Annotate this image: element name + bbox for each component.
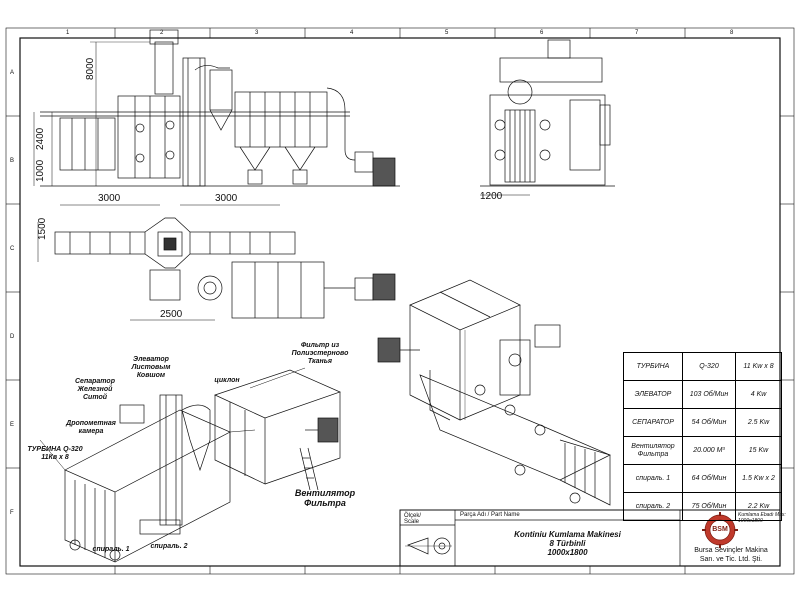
table-row: СЕПАРАТОР 54 Об/Мин 2.5 Kw [623, 408, 782, 437]
logo-note: Kumlama Ebadı Max: 1000x1800 [738, 512, 786, 524]
zone-label-left: E [10, 422, 15, 428]
zone-label-left: A [10, 70, 15, 76]
dimension-height-low: 1000 [35, 159, 46, 182]
zone-label-top: 5 [445, 30, 449, 36]
spec-cell: 2.2 Kw [735, 492, 782, 521]
spec-cell: ЭЛЕВАТОР [623, 380, 683, 409]
plan-view [37, 204, 396, 321]
zone-label-top: 7 [635, 30, 639, 36]
zone-label-top: 6 [540, 30, 544, 36]
dimension-plan-right: 3000 [215, 193, 238, 204]
bsm-logo-icon [702, 512, 738, 548]
zone-label-left: B [10, 158, 15, 164]
spec-cell: 11 Kw x 8 [735, 352, 782, 381]
title-line: Kontiniu Kumlama Makinesi [514, 530, 621, 539]
company-name: Bursa Sevinçler Makina San. ve Tic. Ltd.… [684, 546, 778, 564]
front-elevation-view [33, 29, 400, 187]
label-elevator: Элеватор Листовым Ковшом [131, 356, 171, 379]
table-row: спираль. 1 64 Об/Мин 1.5 Kw x 2 [623, 464, 782, 493]
dimension-plan-depth: 1500 [37, 217, 48, 240]
specification-table: ТУРБИНА Q-320 11 Kw x 8 ЭЛЕВАТОР 103 Об/… [623, 352, 782, 521]
spec-cell: 54 Об/Мин [681, 408, 737, 437]
spec-cell: 20.000 М³ [681, 436, 737, 465]
isometric-view-right [377, 279, 611, 506]
spec-cell: спираль. 1 [623, 464, 683, 493]
dimension-side-width: 1200 [480, 191, 503, 202]
projection-symbol [405, 537, 452, 555]
zone-label-left: F [10, 510, 14, 516]
table-row: Вентилятор Фильтра 20.000 М³ 15 Kw [623, 436, 782, 465]
spec-cell: 103 Об/Мин [681, 380, 737, 409]
label-turbine: ТУРБИНА Q-320 11Кв х 8 [27, 446, 83, 461]
spec-cell: 1.5 Kw x 2 [735, 464, 782, 493]
label-cyclone: циклон [214, 377, 240, 384]
table-row: ТУРБИНА Q-320 11 Kw x 8 [623, 352, 782, 381]
spec-cell: 15 Kw [735, 436, 782, 465]
spec-cell: ТУРБИНА [623, 352, 683, 381]
zone-label-left: D [10, 334, 15, 340]
label-prechamber: Дропометная камера [66, 420, 116, 435]
spec-cell: 2.5 Kw [735, 408, 782, 437]
table-row: спираль. 2 75 Об/Мин 2.2 Kw [623, 492, 782, 521]
part-name-label: Parça Adı / Part Name [460, 512, 520, 518]
label-spiral1: спираль. 1 [92, 546, 130, 553]
company-line: San. ve Tic. Ltd. Şti. [699, 556, 763, 563]
spec-cell: Вентилятор Фильтра [623, 436, 683, 465]
dimension-plan-bottom: 2500 [160, 309, 183, 320]
spec-cell: спираль. 2 [623, 492, 683, 521]
label-filter: Фильтр из Полиэстерново Тканья [291, 342, 349, 365]
spec-cell: Q-320 [681, 352, 737, 381]
side-elevation-view [480, 39, 615, 196]
spec-cell: СЕПАРАТОР [623, 408, 683, 437]
isometric-view-left [39, 367, 341, 563]
label-spiral2: спираль. 2 [150, 543, 188, 550]
zone-label-left: C [10, 246, 15, 252]
drawing-title: Kontiniu Kumlama Makinesi 8 Türbinli 100… [460, 530, 675, 557]
zone-label-top: 8 [730, 30, 734, 36]
spec-cell: 75 Об/Мин [681, 492, 737, 521]
dimension-height-mid: 2400 [35, 127, 46, 150]
logo-text: BSM [712, 526, 728, 533]
table-row: ЭЛЕВАТОР 103 Об/Мин 4 Kw [623, 380, 782, 409]
dimension-plan-left: 3000 [98, 193, 121, 204]
title-line: 1000x1800 [547, 548, 588, 557]
label-separator: Сепаратор Железной Ситой [75, 378, 115, 401]
scale-label: Ölçek/ Scale [404, 513, 422, 525]
zone-label-top: 2 [160, 30, 164, 36]
title-block-frame [399, 509, 781, 567]
spec-cell: 4 Kw [735, 380, 782, 409]
dimension-height-total: 8000 [85, 57, 96, 80]
zone-label-top: 4 [350, 30, 354, 36]
spec-cell: 64 Об/Мин [681, 464, 737, 493]
company-line: Bursa Sevinçler Makina [694, 547, 768, 554]
zone-label-top: 1 [66, 30, 70, 36]
title-line: 8 Türbinli [549, 539, 586, 548]
zone-label-top: 3 [255, 30, 259, 36]
label-fan: Вентилятор Фильтра [294, 488, 356, 508]
